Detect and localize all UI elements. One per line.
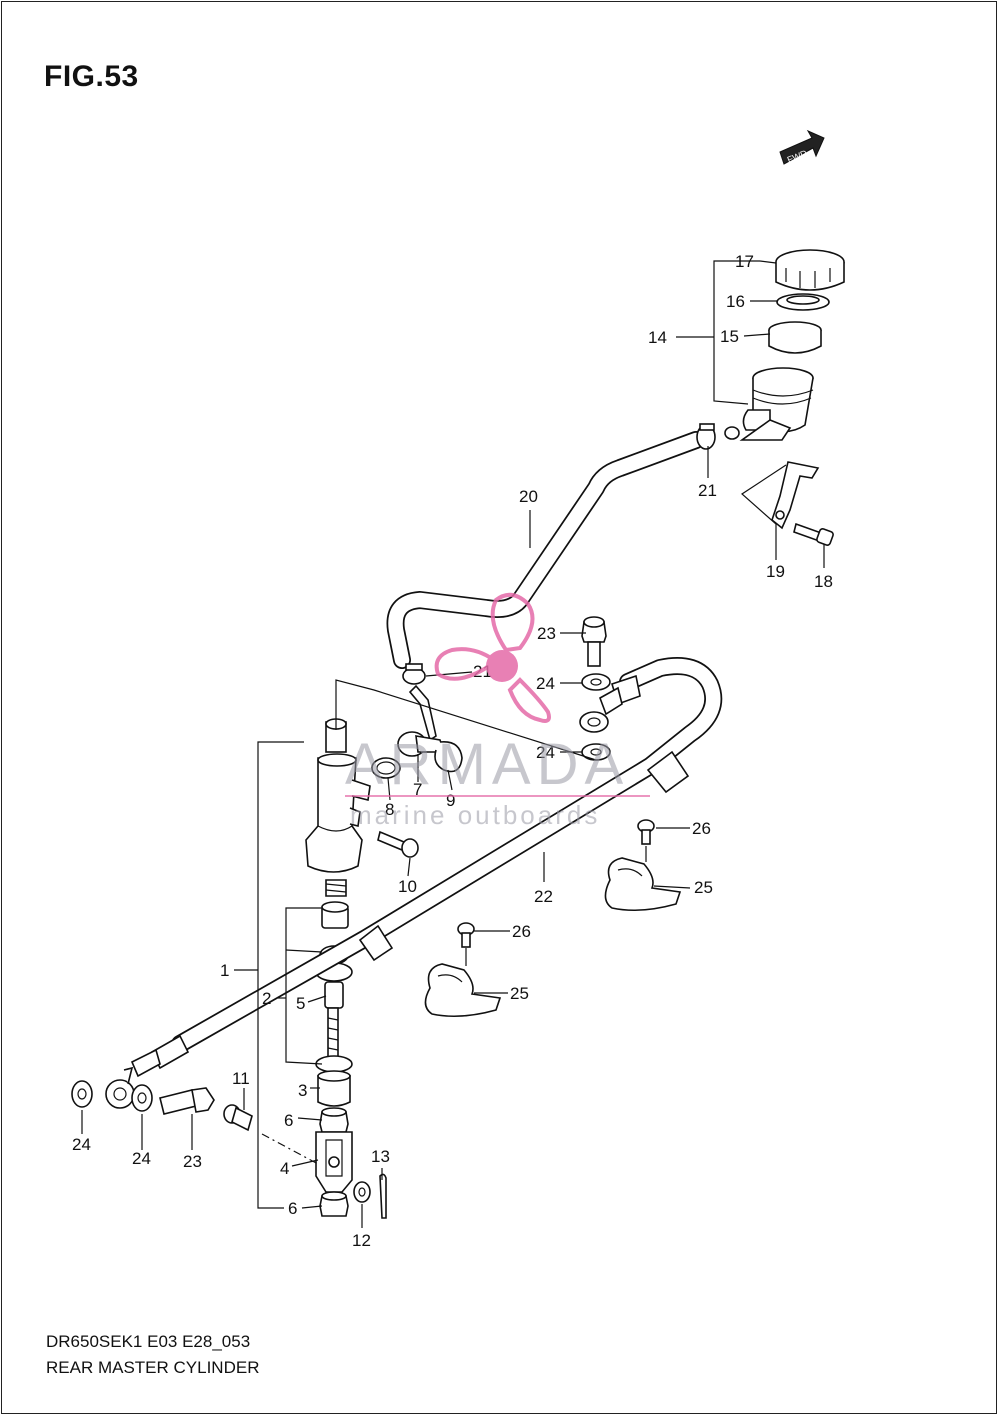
callout-20: 20 bbox=[519, 487, 538, 506]
callout-17: 17 bbox=[735, 252, 754, 271]
callout-25-left: 25 bbox=[510, 984, 529, 1003]
callout-7: 7 bbox=[413, 780, 422, 799]
push-rod bbox=[324, 981, 344, 1059]
banjo-fitting-lower bbox=[105, 1048, 161, 1109]
piston-spring bbox=[325, 879, 347, 897]
callout-21-upper: 21 bbox=[698, 481, 717, 500]
hose-guide-25-left bbox=[424, 963, 502, 1018]
callout-24-left-a: 24 bbox=[72, 1135, 91, 1154]
banjo-bolt-23-lower bbox=[159, 1087, 215, 1115]
diagram-title: REAR MASTER CYLINDER bbox=[46, 1358, 260, 1377]
callout-26-right: 26 bbox=[692, 819, 711, 838]
bolt-18 bbox=[793, 522, 834, 546]
master-cylinder-body bbox=[305, 718, 371, 873]
washer-12 bbox=[353, 1181, 371, 1203]
reservoir-cap-17 bbox=[775, 249, 845, 291]
callout-13: 13 bbox=[371, 1147, 390, 1166]
callout-26-left: 26 bbox=[512, 922, 531, 941]
callout-25-right: 25 bbox=[694, 878, 713, 897]
reservoir-hose-20 bbox=[386, 431, 705, 669]
watermark-brand: ARMADA bbox=[345, 732, 629, 797]
callout-12: 12 bbox=[352, 1231, 371, 1250]
callout-10: 10 bbox=[398, 877, 417, 896]
hose-clamp-21-upper bbox=[696, 423, 716, 450]
clevis-4 bbox=[315, 1131, 353, 1193]
o-ring-8 bbox=[371, 757, 401, 779]
banjo-fitting-upper bbox=[579, 686, 623, 733]
cotter-pin-13 bbox=[379, 1173, 387, 1219]
callout-24-left-b: 24 bbox=[132, 1149, 151, 1168]
washer-24-upper-a bbox=[581, 673, 611, 691]
circlip-9 bbox=[434, 741, 463, 773]
callout-16: 16 bbox=[726, 292, 745, 311]
hose-guide-25-right bbox=[604, 857, 682, 912]
boot-3 bbox=[315, 1055, 353, 1107]
callout-3: 3 bbox=[298, 1081, 307, 1100]
figure-title: FIG.53 bbox=[44, 60, 139, 93]
reservoir-tank bbox=[724, 367, 814, 441]
diaphragm-15 bbox=[768, 321, 822, 354]
callout-9: 9 bbox=[446, 791, 455, 810]
callout-24-upper-b: 24 bbox=[536, 743, 555, 762]
watermark: ARMADA marine outboards bbox=[345, 592, 650, 830]
callout-4: 4 bbox=[280, 1159, 289, 1178]
pin-11 bbox=[223, 1104, 253, 1132]
washer-24-left-a bbox=[71, 1080, 93, 1108]
callout-11: 11 bbox=[232, 1069, 250, 1088]
reservoir-bracket-19 bbox=[771, 461, 820, 530]
callout-19: 19 bbox=[766, 562, 785, 581]
callout-labels: 17 16 15 14 21 20 19 18 23 21 24 24 7 8 … bbox=[72, 252, 833, 1250]
callout-23-upper: 23 bbox=[537, 624, 556, 643]
callout-14: 14 bbox=[648, 328, 667, 347]
bolt-26-right bbox=[637, 819, 655, 845]
callout-5: 5 bbox=[296, 994, 305, 1013]
watermark-tagline: marine outboards bbox=[350, 800, 600, 830]
callout-2: 2 bbox=[262, 989, 271, 1008]
callout-23-lower: 23 bbox=[183, 1152, 202, 1171]
nut-6-lower bbox=[319, 1191, 349, 1217]
callout-22: 22 bbox=[534, 887, 553, 906]
callout-6-lower: 6 bbox=[288, 1199, 297, 1218]
diagram-code: DR650SEK1 E03 E28_053 bbox=[46, 1332, 251, 1351]
fwd-arrow-icon: FWD bbox=[779, 129, 825, 165]
callout-8: 8 bbox=[385, 800, 394, 819]
callout-18: 18 bbox=[814, 572, 833, 591]
bolt-26-left bbox=[457, 922, 475, 948]
diaphragm-plate-16 bbox=[776, 293, 830, 311]
washer-24-left-b bbox=[131, 1084, 153, 1112]
callout-24-upper-a: 24 bbox=[536, 674, 555, 693]
callout-15: 15 bbox=[720, 327, 739, 346]
callout-6-upper: 6 bbox=[284, 1111, 293, 1130]
brake-hose-22 bbox=[150, 657, 723, 1070]
propeller-logo-icon bbox=[434, 592, 551, 723]
banjo-bolt-23-upper bbox=[581, 616, 607, 667]
callout-1: 1 bbox=[220, 961, 229, 980]
nut-6-upper bbox=[319, 1107, 349, 1133]
hose-clamp-21-lower bbox=[402, 663, 426, 685]
piston-cup bbox=[321, 901, 349, 929]
screw-10 bbox=[377, 830, 419, 858]
